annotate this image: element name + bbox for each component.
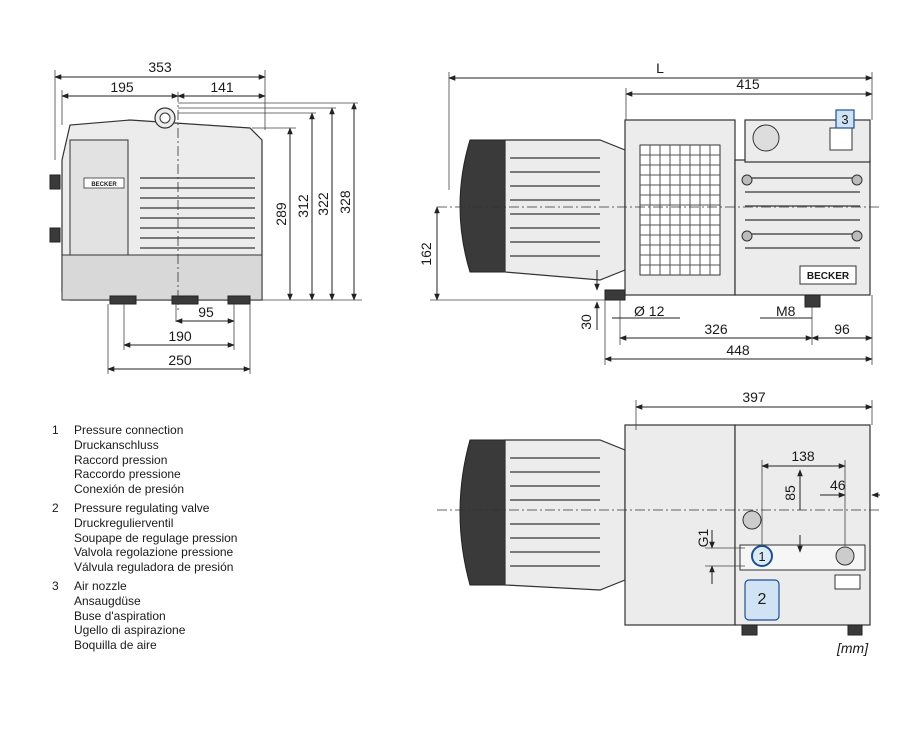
- dim-415: 415: [736, 76, 760, 92]
- dim-195: 195: [110, 79, 134, 95]
- dim-46: 46: [830, 477, 846, 493]
- legend-line: Pressure regulating valve: [74, 500, 210, 515]
- dim-448: 448: [726, 342, 750, 358]
- callout-3-marker: [835, 109, 855, 129]
- grille: [640, 145, 720, 275]
- top-motor-fins: [510, 457, 600, 567]
- dim-85: 85: [782, 485, 798, 501]
- legend-line: Raccord pression: [74, 452, 168, 467]
- legend-item-1: 1 Pressure connection Druckanschluss Rac…: [52, 423, 312, 497]
- callout-2-label: 2: [758, 591, 767, 608]
- dim-250: 250: [168, 352, 192, 368]
- dim-289: 289: [273, 202, 289, 226]
- legend-line: Raccordo pressione: [74, 467, 181, 482]
- dim-312: 312: [295, 194, 311, 218]
- callout-1-label: 1: [758, 549, 765, 564]
- legend-line: Ansaugdüse: [74, 593, 141, 608]
- front-brand-label: BECKER: [91, 182, 117, 188]
- pump-fins: [745, 177, 860, 249]
- dim-L: L: [656, 60, 664, 76]
- unit-label: [mm]: [837, 640, 869, 656]
- dim-138: 138: [791, 448, 815, 464]
- legend-line: Buse d'aspiration: [74, 608, 166, 623]
- legend-line: Druckregulierventil: [74, 515, 174, 530]
- dim-30: 30: [578, 314, 594, 330]
- dim-326: 326: [704, 321, 728, 337]
- front-fins: [140, 177, 255, 249]
- dim-96: 96: [834, 321, 850, 337]
- callout-2-marker: [744, 579, 780, 621]
- side-motor-fins: [510, 157, 600, 257]
- dim-190: 190: [168, 328, 192, 344]
- side-brand-label: BECKER: [807, 271, 850, 282]
- top-view: 1 2 397 138 85 46 G1: [437, 389, 880, 636]
- legend-line: Druckanschluss: [74, 437, 159, 452]
- dim-353: 353: [148, 59, 172, 75]
- legend-line: Pressure connection: [74, 423, 184, 437]
- legend-line: Air nozzle: [74, 578, 127, 593]
- legend-line: Válvula reguladora de presión: [74, 560, 234, 575]
- legend: 1 Pressure connection Druckanschluss Rac…: [52, 423, 312, 657]
- dim-M8: M8: [776, 303, 796, 319]
- callout-3-label: 3: [841, 112, 848, 127]
- legend-number: 1: [52, 423, 59, 437]
- dim-322: 322: [315, 192, 331, 216]
- dim-328: 328: [337, 190, 353, 214]
- dim-397: 397: [742, 389, 766, 405]
- side-view: BECKER 3 L 415 162 30 Ø 12 M8: [418, 60, 880, 365]
- legend-line: Boquilla de aire: [74, 638, 157, 653]
- legend-line: Ugello di aspirazione: [74, 623, 186, 638]
- dim-162: 162: [418, 242, 434, 266]
- legend-line: Soupape de regulage pression: [74, 530, 238, 545]
- legend-number: 3: [52, 578, 59, 593]
- legend-line: Conexión de presión: [74, 482, 185, 497]
- legend-item-3: 3 Air nozzle Ansaugdüse Buse d'aspiratio…: [52, 579, 312, 653]
- dim-141: 141: [210, 79, 234, 95]
- dim-diameter-12: Ø 12: [634, 303, 665, 319]
- front-view: BECKER 353 195 141 289 312 322 328: [49, 59, 362, 374]
- dim-95: 95: [198, 304, 214, 320]
- legend-number: 2: [52, 500, 59, 515]
- dim-G1: G1: [695, 528, 711, 547]
- legend-item-2: 2 Pressure regulating valve Druckregulie…: [52, 501, 312, 575]
- legend-line: Valvola regolazione pressione: [74, 545, 234, 560]
